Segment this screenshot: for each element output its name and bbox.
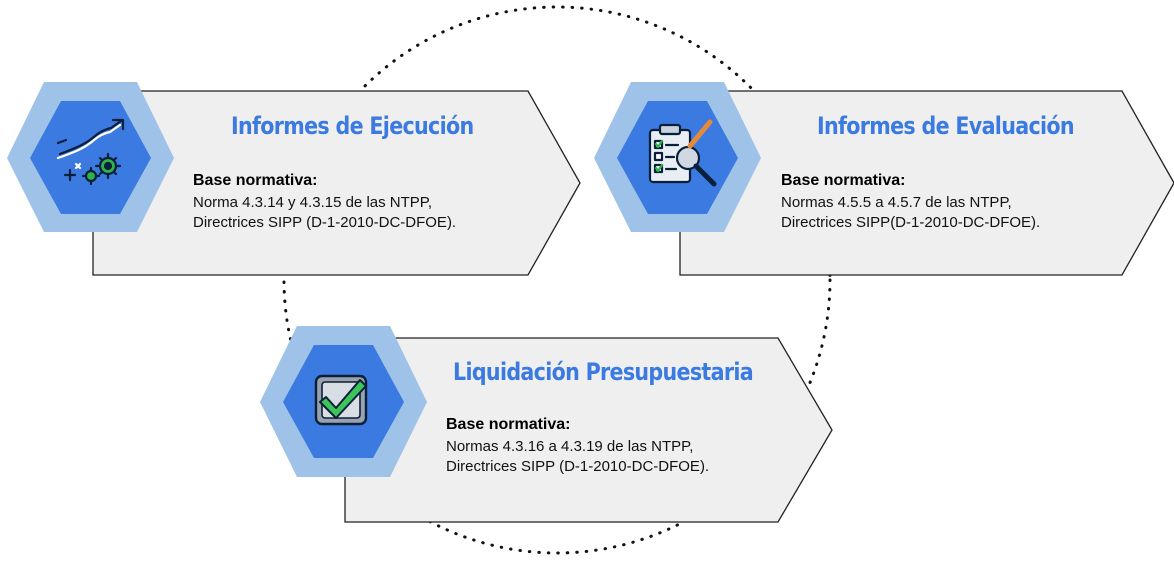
card-1-body-line-2: Directrices SIPP (D-1-2010-DC-DFOE). — [193, 214, 457, 231]
card-3-subtitle: Base normativa: — [446, 416, 571, 433]
clipboard-magnifier-icon — [648, 119, 717, 187]
card-1-subtitle: Base normativa: — [193, 172, 318, 189]
growth-chart-gears-icon — [56, 118, 125, 186]
checkbox-checked-icon — [314, 374, 368, 426]
card-1-hexagon — [7, 82, 174, 232]
card-3-body-line-2: Directrices SIPP (D-1-2010-DC-DFOE). — [446, 458, 710, 475]
card-2-subtitle: Base normativa: — [781, 172, 906, 189]
card-1-title: Informes de Ejecución — [231, 112, 474, 140]
card-1-body-line-1: Norma 4.3.14 y 4.3.15 de las NTPP, — [193, 194, 433, 211]
card-2-body-line-2: Directrices SIPP(D-1-2010-DC-DFOE). — [781, 214, 1041, 231]
card-1-panel — [92, 90, 581, 276]
dotted-cycle-ring — [282, 5, 832, 555]
card-2-body-line-1: Normas 4.5.5 a 4.5.7 de las NTPP, — [781, 194, 1012, 211]
card-3-title: Liquidación Presupuestaria — [453, 358, 754, 386]
card-3-panel — [344, 337, 833, 523]
card-3-body-line-1: Normas 4.3.16 a 4.3.19 de las NTPP, — [446, 438, 694, 455]
card-2-panel — [679, 90, 1174, 276]
card-2-title: Informes de Evaluación — [817, 112, 1075, 140]
